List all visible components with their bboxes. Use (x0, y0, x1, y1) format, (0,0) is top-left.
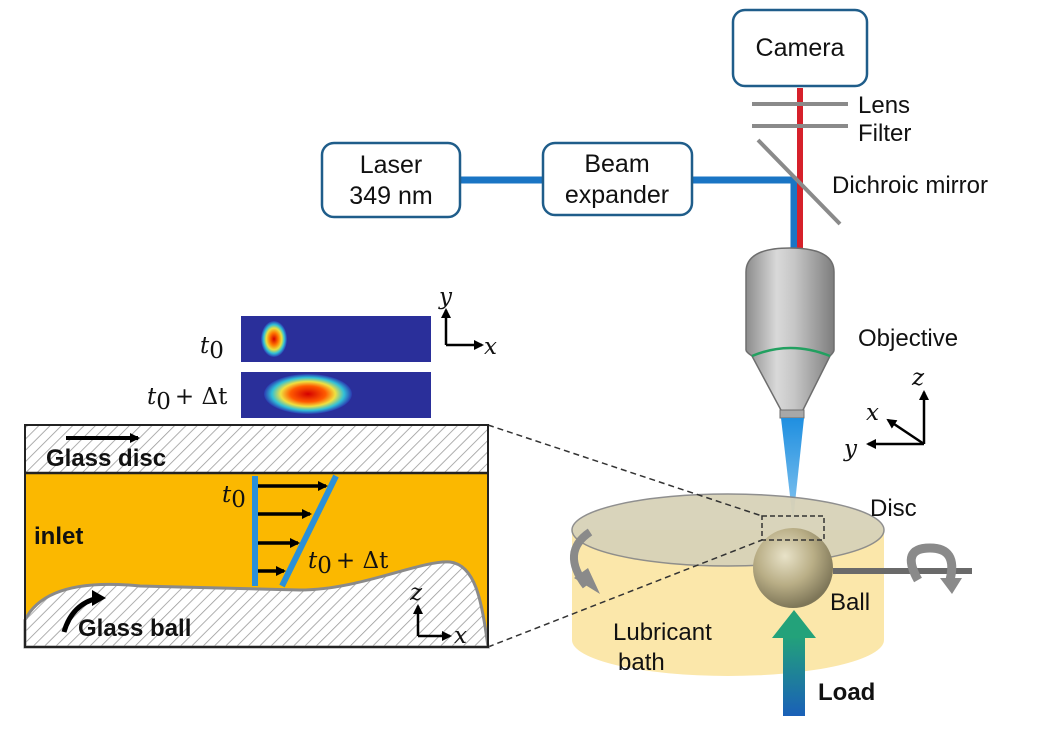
z-axis-label: z (911, 365, 925, 391)
laser-label-line1: Laser (360, 151, 423, 179)
inset-z-axis-label: z (409, 580, 423, 606)
ball-rotation-arrowhead (940, 578, 962, 594)
beam-expander-label-line2: expander (565, 181, 669, 209)
lens-label: Lens (858, 92, 910, 119)
velocity-profile-t0-dt (279, 474, 339, 588)
load-arrow (772, 610, 816, 716)
objective-label: Objective (858, 325, 958, 352)
ball-sphere (753, 528, 833, 608)
objective-lens (745, 247, 835, 419)
image-y-axis-label: y (438, 284, 453, 310)
image-t0-label: t0 (200, 333, 224, 364)
beam-expander-box: Beam expander (541, 141, 694, 217)
inset-x-axis-label: x (454, 623, 467, 649)
fluorescence-image-t0-dt (241, 372, 431, 418)
zoom-leader-top (487, 424, 763, 517)
image-t0-dt-label: t0+ Δt (147, 384, 228, 415)
x-axis-label: x (866, 400, 879, 426)
inset-cross-section: Glass disc inlet Glass ball t0 t0+ Δt z … (23, 424, 490, 649)
inset-t0-dt-label: t0+ Δt (308, 548, 389, 579)
image-x-axis-label: x (484, 334, 497, 360)
image-xy-axes: y x (438, 284, 497, 360)
laser-box: Laser 349 nm (320, 141, 462, 219)
beam-path (460, 88, 803, 252)
inset-glass-ball (23, 560, 490, 649)
disc-rotation-arrowhead (574, 568, 600, 594)
inlet-label: inlet (34, 523, 83, 550)
dichroic-mirror (756, 138, 842, 226)
glass-ball-rotation-arrowhead (92, 590, 106, 606)
disc-label: Disc (870, 495, 917, 522)
focused-beam-cone (781, 418, 804, 522)
camera-box: Camera (731, 8, 869, 88)
laser-label-line2: 349 nm (349, 182, 432, 210)
glass-ball-label: Glass ball (78, 615, 191, 642)
bath-label-line1: Lubricant (613, 619, 712, 646)
ball-rotation-arrow (906, 543, 957, 583)
beam-expander-label-line1: Beam (584, 150, 649, 178)
zoom-leader-bottom (487, 539, 763, 648)
camera-label: Camera (756, 34, 845, 62)
inset-t0-label: t0 (222, 482, 246, 513)
glass-disc-label: Glass disc (46, 445, 166, 472)
xyz-axes: z y x (843, 365, 929, 462)
bath-label-line2: bath (618, 649, 665, 676)
filter-label: Filter (858, 120, 911, 147)
y-axis-label: y (843, 436, 858, 462)
inset-glass-disc (25, 425, 488, 473)
dichroic-mirror-label: Dichroic mirror (832, 172, 988, 199)
zoom-region-box (761, 515, 825, 541)
fluorescence-image-t0 (241, 316, 431, 362)
load-label: Load (818, 679, 875, 706)
ball-label: Ball (830, 589, 870, 616)
